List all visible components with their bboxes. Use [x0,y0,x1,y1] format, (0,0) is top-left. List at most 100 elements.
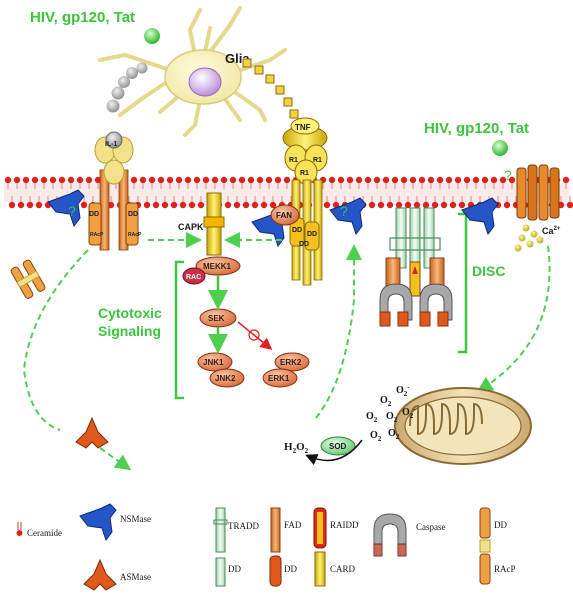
mitochondrion [394,387,532,465]
sek-label: SEK [208,314,225,323]
ceramide-head [409,176,417,184]
disc-bracket [458,212,468,354]
ceramide-head [4,176,12,184]
ceramide-head [391,176,399,184]
ceramide-head [265,176,273,184]
jnk2-label: JNK2 [215,374,236,383]
il1-to-asmase-arrow [22,249,89,431]
ceramide-head [238,176,246,184]
ceramide-head [13,176,21,184]
sod-to-h2o2-arrow [305,439,363,466]
ceramide-head [386,201,394,209]
ceramide-head [274,176,282,184]
tnf-label: TNF [295,123,311,132]
nsmase-right [461,197,499,236]
tnf-dd-left-label: DD [292,227,302,234]
ceramide-head [256,176,264,184]
question-mark: ? [340,203,348,219]
mekk1-label: MEKK1 [203,262,232,271]
ceramide-head [49,176,57,184]
ceramide-head [427,176,435,184]
ceramide-head [224,201,232,209]
il1-secretion-trail [106,62,148,113]
h2o2-label: H2O2 [284,441,309,455]
mito-to-membrane-arrow [315,244,362,419]
superoxide-cloud: O2 O2- O2 O2- O2 O2 O2 [366,383,416,443]
ceramide-head [179,201,187,209]
ceramide-head [323,201,331,209]
legend-ceramide: Ceramide [16,522,62,538]
legend-tradd-label: TRADD [228,521,259,531]
ceramide-head [454,176,462,184]
rac-label: RAC [186,274,201,281]
capk-kinase [203,192,225,256]
inhibition-icon [248,329,260,341]
ceramide-head [436,176,444,184]
asmase-out-arrow [99,447,132,471]
il1-racp-left-label: RAcP [90,232,104,238]
ceramide-head [463,176,471,184]
ceramide-head [22,176,30,184]
ceramide-head [184,176,192,184]
ceramide-head [26,201,34,209]
ceramide-head [449,201,457,209]
legend-raidd: RAIDD CARD [313,507,359,587]
cytotoxic-label-line2: Signaling [98,323,161,339]
ceramide-head [58,176,66,184]
ceramide-head [157,176,165,184]
svg-text:O2: O2 [370,430,382,443]
il1-label: IL-1 [105,141,118,148]
ceramide-head [161,201,169,209]
ceramide-head [445,176,453,184]
ceramide-head [377,201,385,209]
ceramide-head [202,176,210,184]
tnf-secretion-trail [242,58,299,119]
ceramide-head [67,176,75,184]
legend-fad: FAD DD [269,507,302,587]
ceramide-head [499,176,507,184]
disc-label: DISC [472,263,505,279]
ceramide-head [143,201,151,209]
ceramide-head [364,176,372,184]
ceramide-head [368,201,376,209]
ceramide-head [233,201,241,209]
internalized-receptor [10,259,46,299]
ceramide-head [332,201,340,209]
ceramide-head [251,201,259,209]
ceramide-head [562,176,570,184]
r1-right-label: R1 [313,157,322,164]
ceramide-head [395,201,403,209]
tnf-receptor [270,117,328,286]
ceramide-head [382,176,390,184]
legend-ceramide-label: Ceramide [27,528,62,538]
legend-asmase: ASMase [83,558,151,591]
legend-raidd-label: RAIDD [330,520,359,530]
fan-label: FAN [276,211,292,220]
disc-complex [379,207,453,327]
virion-icon [144,28,160,44]
svg-text:O2-: O2- [402,405,416,420]
legend-nsmase-label: NSMase [120,514,151,524]
nsmase-left [47,189,85,228]
calcium-label: Ca2+ [542,226,561,236]
ceramide-head [283,176,291,184]
legend-card-label: CARD [330,564,356,574]
ceramide-head [422,201,430,209]
glia-cell [98,6,287,137]
ceramide-head [566,201,573,209]
ceramide-head [130,176,138,184]
il1-racp-right-label: RAcP [128,232,142,238]
ceramide-head [346,176,354,184]
legend-dd-label: DD [494,520,507,530]
il1-receptor [88,131,139,251]
question-mark: ? [504,167,512,183]
ceramide-head [490,176,498,184]
svg-text:O2: O2 [388,428,400,441]
ceramide-head [242,201,250,209]
ceramide-head [107,201,115,209]
ceramide-head [440,201,448,209]
ceramide-head [76,176,84,184]
ceramide-head [166,176,174,184]
